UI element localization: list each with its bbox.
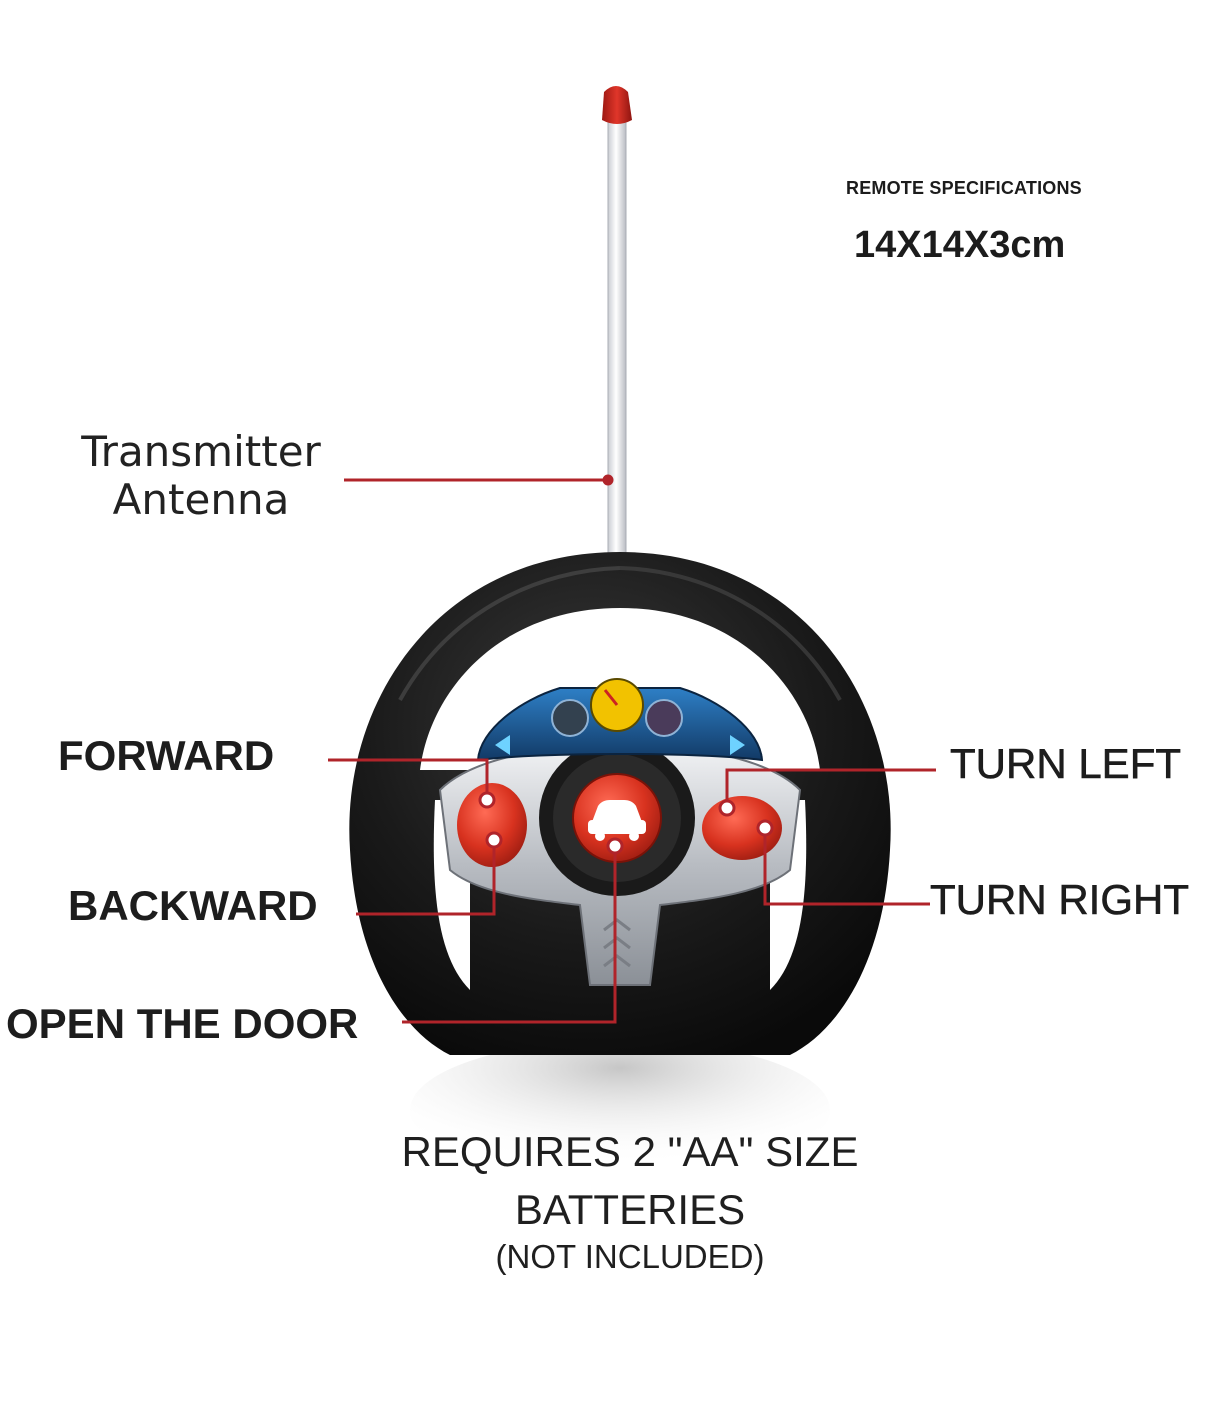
antenna-label-line1: Transmitter [81,427,321,476]
forward-label: FORWARD [58,732,275,779]
open-door-label: OPEN THE DOOR [6,1000,359,1047]
car-icon [588,800,646,841]
forward-button [457,783,527,867]
turn-right-label: TURN RIGHT [930,876,1190,924]
specs-label: REMOTE SPECIFICATIONS [846,178,1082,198]
battery-note-line1: REQUIRES 2 "AA" SIZE [401,1128,859,1175]
gauge-left [551,699,589,737]
specs-value: 14X14X3cm [854,224,1066,266]
arrow-right-icon [730,735,745,755]
gauge-right [645,699,683,737]
turn-left-label: TURN LEFT [950,740,1182,788]
antenna-label: Transmitter Antenna [66,428,336,524]
leader-endpoints [478,474,774,855]
shadow [410,1040,830,1180]
antenna [602,86,632,639]
arrow-left-icon [495,735,510,755]
leader-lines [328,478,936,1024]
battery-note-line3: (NOT INCLUDED) [495,1238,765,1275]
chevron-icons [603,918,631,968]
antenna-label-line2: Antenna [112,475,290,524]
battery-note-line2: BATTERIES [514,1186,746,1233]
backward-label: BACKWARD [68,882,318,929]
dashboard-panel [476,678,764,762]
